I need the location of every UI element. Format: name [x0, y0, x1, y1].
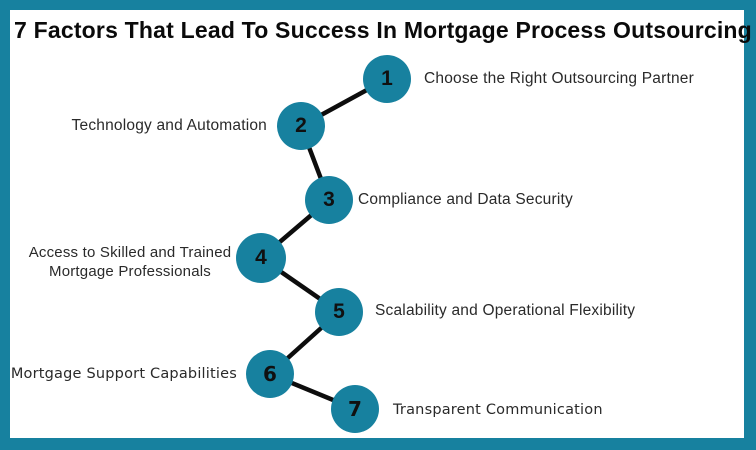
step-number-1: 1 [381, 67, 393, 90]
step-circle-7: 7 [331, 385, 379, 433]
step-circle-6: 6 [246, 350, 294, 398]
step-label-mortgage-support: Mortgage Support Capabilities [10, 366, 237, 382]
step-number-4: 4 [255, 246, 267, 269]
step-number-7: 7 [348, 397, 362, 421]
step-number-5: 5 [333, 300, 345, 323]
step-label-choose-partner: Choose the Right Outsourcing Partner [424, 70, 694, 87]
step-number-2: 2 [295, 114, 307, 137]
page-title: 7 Factors That Lead To Success In Mortga… [14, 17, 752, 43]
step-circle-2: 2 [277, 102, 325, 150]
step-label-compliance-security: Compliance and Data Security [358, 191, 573, 208]
step-label-transparent-communication: Transparent Communication [393, 402, 603, 418]
step-label-technology-automation: Technology and Automation [71, 117, 267, 134]
step-label-scalability-flexibility: Scalability and Operational Flexibility [375, 302, 636, 319]
step-circle-5: 5 [315, 288, 363, 336]
step-number-6: 6 [263, 362, 277, 386]
step-circle-4: 4 [236, 233, 286, 283]
step-circle-3: 3 [305, 176, 353, 224]
step-number-3: 3 [323, 188, 335, 211]
step-circle-1: 1 [363, 55, 411, 103]
step-label-skilled-professionals: Access to Skilled and Trained Mortgage P… [28, 244, 232, 280]
